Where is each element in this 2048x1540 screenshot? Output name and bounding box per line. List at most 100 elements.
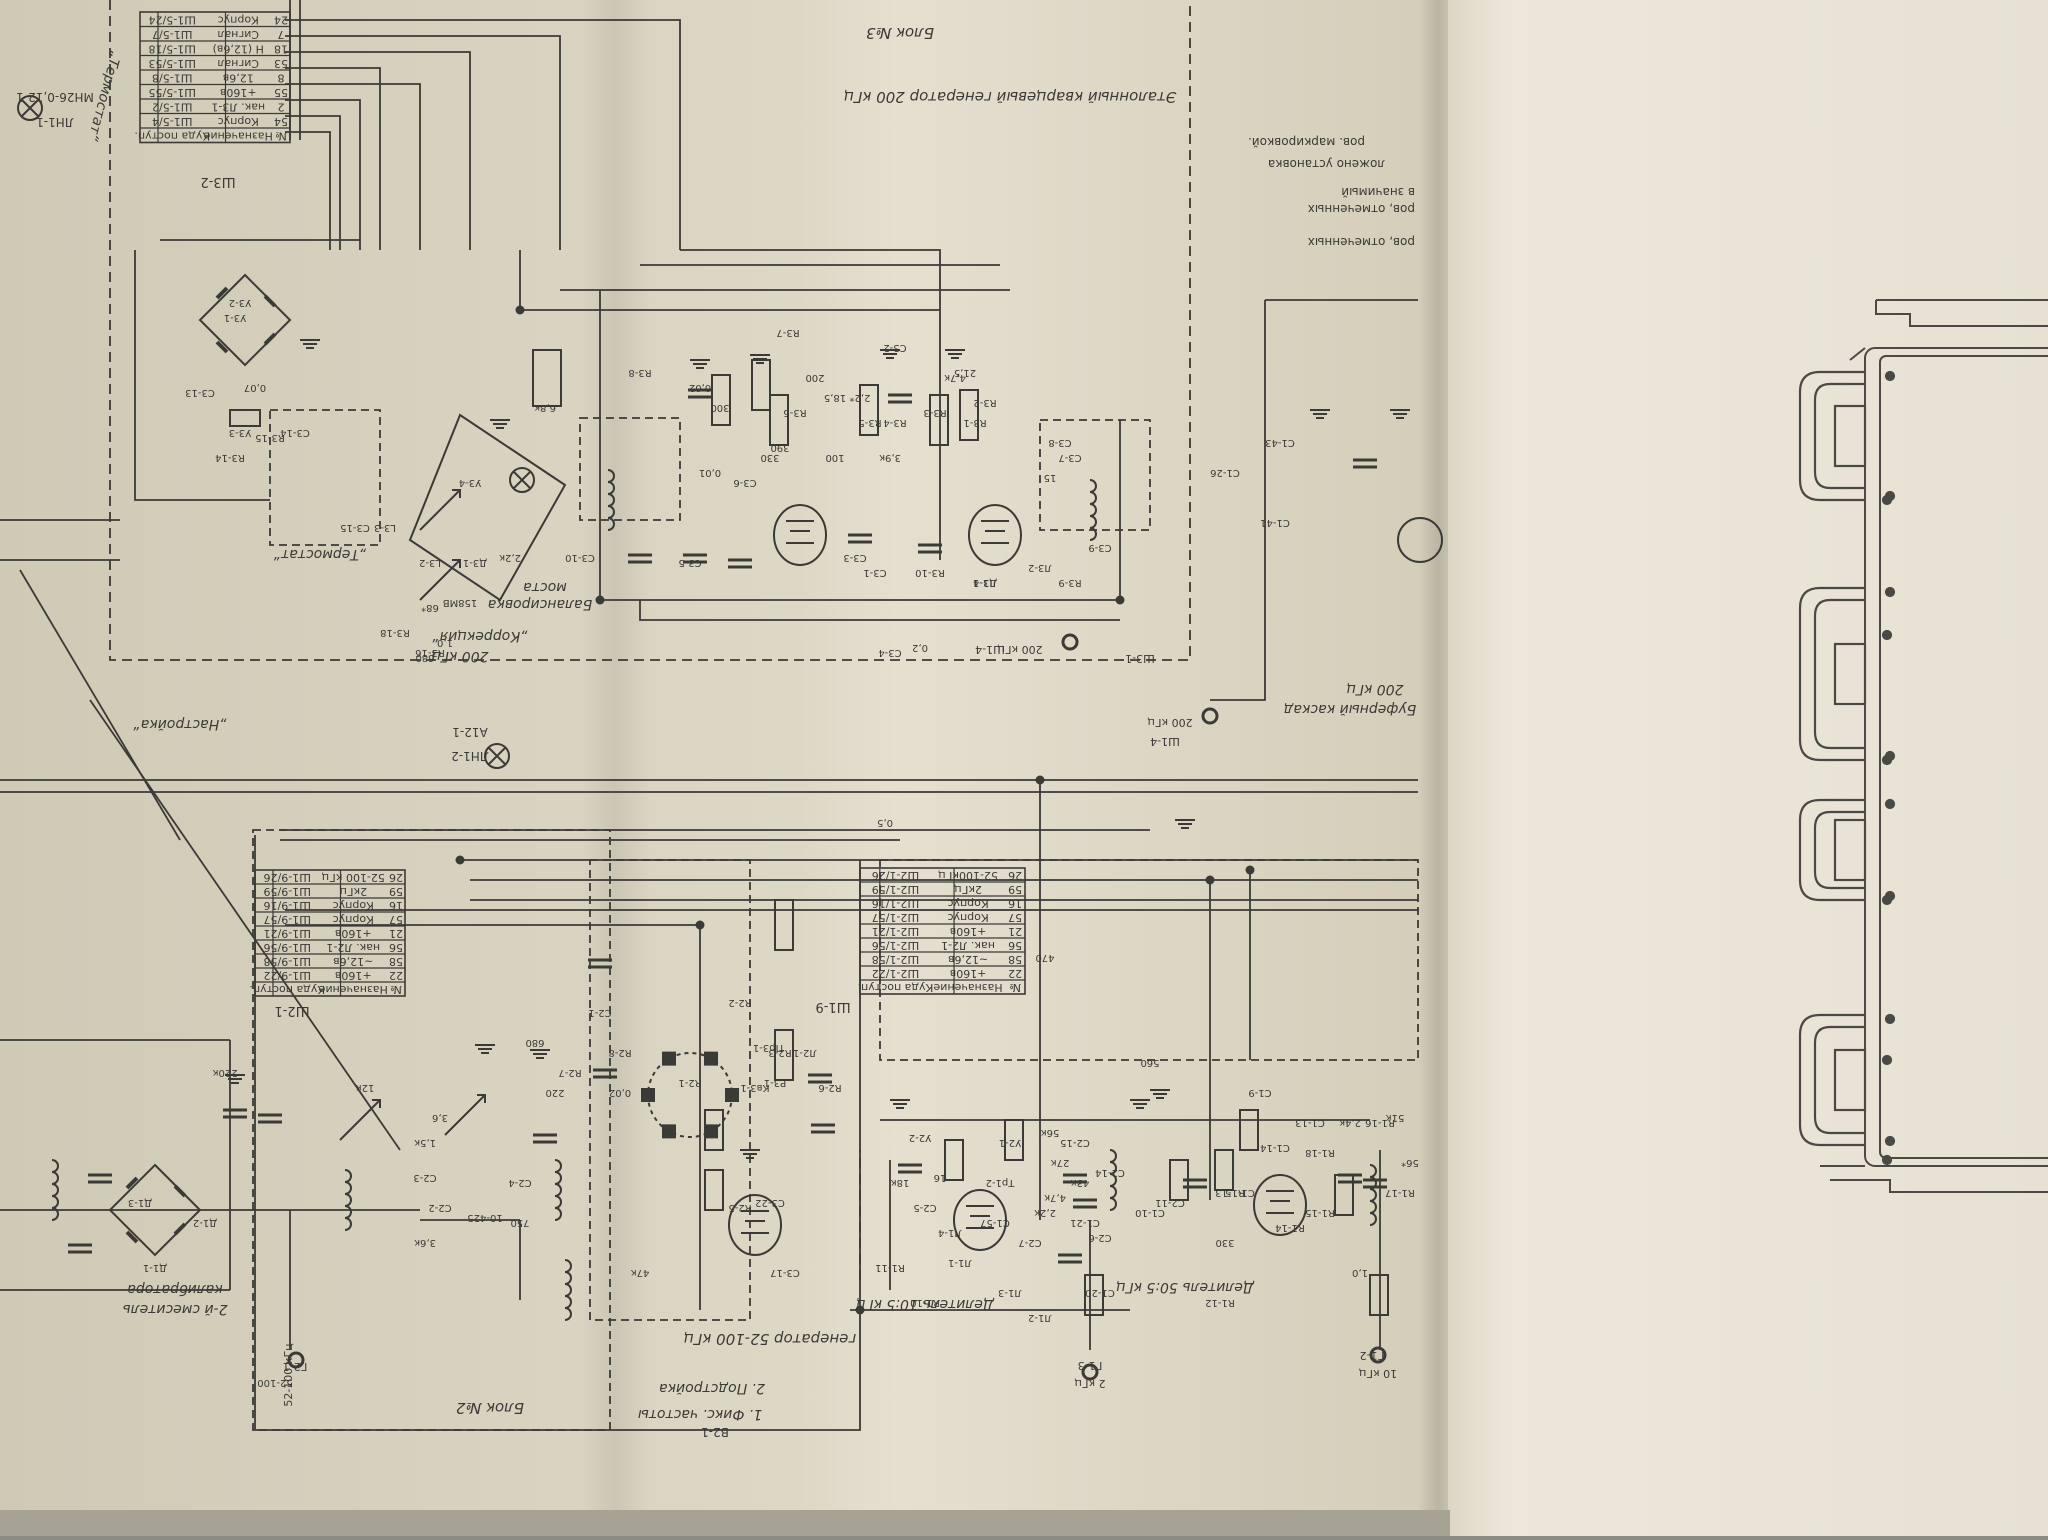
table-cell: Ш2-1/26: [872, 869, 919, 882]
component-value: 51к: [1386, 1112, 1405, 1123]
table-cell: Ш1-9/58: [264, 955, 311, 968]
component-value: 18,5: [824, 392, 846, 403]
block3-title: Блок №3: [866, 24, 934, 42]
wire: [134, 250, 270, 501]
screw: [1884, 370, 1896, 382]
designator: C1-57: [980, 1217, 1010, 1228]
table-cell: Ш1-9/56: [264, 941, 311, 954]
component-value: 68*: [421, 602, 439, 613]
table-cell: Ш1-5/18: [149, 42, 196, 55]
table-cell: 56: [1008, 939, 1022, 952]
designator: C2-14: [1095, 1167, 1125, 1178]
capacitor: [628, 553, 652, 564]
table-cell: ~12,6в: [948, 953, 988, 966]
shield-box: [252, 829, 611, 1431]
component-value: 2,2к: [1034, 1207, 1056, 1218]
component-value: 0,01: [699, 467, 721, 478]
designator: C2-5: [913, 1202, 936, 1213]
capacitor: [1063, 1173, 1087, 1184]
table-header-cell: Куда поступ.: [249, 983, 325, 996]
component-value: 4,7к: [1044, 1192, 1066, 1203]
ground: [475, 1044, 495, 1054]
switch-b2-label: В2-1: [701, 1425, 729, 1439]
designator: C1-10: [1135, 1207, 1165, 1218]
handle-bracket: [1833, 642, 1867, 706]
ground: [1130, 1099, 1150, 1109]
wire: [285, 83, 421, 250]
resistor: [229, 409, 261, 427]
designator: R2-3: [768, 1047, 791, 1058]
side-note-4: ров, отмеченных: [1308, 202, 1415, 216]
inductor: [1369, 1164, 1377, 1226]
conn-g12-freq: 10 кГц: [1359, 1367, 1397, 1380]
table-cell: +160в: [335, 969, 372, 982]
side-note-2: ложено установка: [1268, 157, 1385, 171]
vacuum-tube: [953, 1189, 1007, 1251]
designator: C2-11: [1155, 1197, 1185, 1208]
table-cell: 58: [1008, 953, 1022, 966]
designator: R3-4: [883, 417, 906, 428]
table-cell: Ш2-1/58: [872, 953, 919, 966]
designator: C2-7: [1018, 1237, 1041, 1248]
transistor: [1397, 517, 1443, 563]
capacitor: [1338, 1173, 1362, 1184]
table-cell: нак. Л3-1: [211, 100, 265, 113]
capacitor: [1183, 1178, 1207, 1189]
designator: C1-15: [1225, 1187, 1255, 1198]
designator: Л2-1: [793, 1047, 817, 1058]
designator: R3-5: [858, 417, 881, 428]
table-header-cell: Куда поступ.: [858, 981, 934, 994]
table-cell: Ш2-1/21: [872, 925, 919, 938]
table-cell: 57: [389, 913, 403, 926]
designator: R3-3: [923, 407, 946, 418]
vacuum-tube: [728, 1194, 782, 1256]
block2-subtitle: генератор 52-100 кГц: [684, 1330, 857, 1348]
switch-contact: [662, 1124, 676, 1139]
component-value: 18к: [891, 1177, 910, 1188]
tube-electrodes: [966, 1205, 994, 1229]
junction: [855, 1305, 865, 1315]
table-cell: 55: [274, 86, 288, 99]
component-value: 470: [1035, 952, 1054, 963]
balance-label-1: Балансировка: [488, 596, 592, 612]
resistor: [1004, 1119, 1024, 1161]
shield-box: [579, 417, 681, 521]
correction-label: „Коррекция“: [432, 628, 528, 644]
capacitor: [688, 388, 712, 399]
resistor: [929, 394, 949, 446]
resistor: [769, 394, 789, 446]
components: [17, 95, 1443, 1381]
capacitor: [258, 1113, 282, 1124]
table-frame: [254, 869, 406, 997]
w32-label: Ш3-2: [200, 174, 235, 189]
handle: [1798, 798, 1865, 902]
designator: 158МВ: [443, 597, 478, 608]
designator: R3-9: [1058, 577, 1081, 588]
capacitor: [68, 1243, 92, 1254]
designator: R1-16: [1365, 1117, 1395, 1128]
screw: [1884, 586, 1896, 598]
wire: [19, 569, 181, 841]
wire: [285, 51, 471, 250]
component-value: 16: [934, 1172, 947, 1183]
balance-label-2: моста: [523, 579, 567, 595]
table-header-cell: №: [1009, 981, 1020, 994]
table-header-cell: Назначение: [203, 129, 272, 142]
table-header-cell: №: [275, 129, 286, 142]
table-cell: Ш1-5/7: [152, 28, 192, 41]
capacitor: [88, 1173, 112, 1184]
designator: C1-13: [1295, 1117, 1325, 1128]
table-cell: 24: [274, 13, 288, 26]
resistor: [774, 1029, 794, 1081]
ground: [1175, 819, 1195, 829]
component-value: 220: [545, 1087, 564, 1098]
resistor: [959, 389, 979, 441]
inductor: [1109, 1149, 1117, 1211]
screw: [1881, 494, 1893, 506]
ground: [1390, 409, 1410, 419]
component-value: 2,2к: [499, 552, 521, 563]
table-cell: Ш2-1/16: [872, 897, 919, 910]
tuning-label: „Настройка“: [133, 716, 227, 732]
fix-note-1: 1. Фикс. частоты: [638, 1406, 763, 1422]
